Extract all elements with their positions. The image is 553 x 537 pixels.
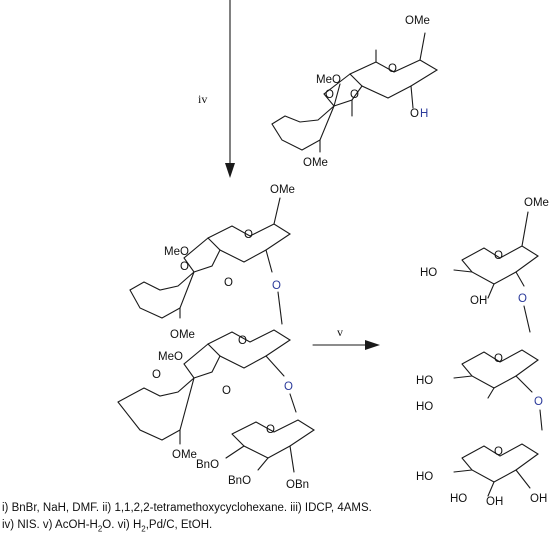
meo-top: MeO xyxy=(316,74,341,86)
ho-prod-3b: HO xyxy=(450,493,467,505)
ring-o-top: O xyxy=(388,63,397,75)
oh-prod-3: OH xyxy=(486,496,503,508)
conditions-line-1: i) BnBr, NaH, DMF. ii) 1,1,2,2-tetrameth… xyxy=(2,502,372,514)
conditions-line-2-a: iv) NIS. v) AcOH-H xyxy=(2,519,98,531)
step-v-label: v xyxy=(337,325,343,339)
obn: OBn xyxy=(286,479,309,491)
product-trisaccharide: OMe O HO OH O O HO HO O O HO HO OH OH xyxy=(416,197,549,508)
starting-material: OMe O MeO O O O H OMe xyxy=(271,15,439,169)
oh-prod-1: OH xyxy=(470,295,487,307)
acetal-o1-top: O xyxy=(325,89,334,101)
ring-o-tri-3: O xyxy=(266,424,275,436)
meo-tri-1: MeO xyxy=(164,246,189,258)
conditions-line-1-text: i) BnBr, NaH, DMF. ii) 1,1,2,2-tetrameth… xyxy=(2,502,372,514)
ring-o-tri-2: O xyxy=(238,335,247,347)
ho-prod-2b: HO xyxy=(416,401,433,413)
ring-o-prod-2: O xyxy=(494,353,503,365)
ome-tri-2: OMe xyxy=(172,449,197,461)
conditions-line-2-sub2: 2 xyxy=(141,524,146,534)
ome-top: OMe xyxy=(405,15,430,27)
acetal-o-tri-1b: O xyxy=(224,277,233,289)
bno-2: BnO xyxy=(228,475,251,487)
meo-tri-2: MeO xyxy=(158,351,183,363)
ome-tri-1b: OMe xyxy=(170,329,195,341)
conditions-line-2-c: ,Pd/C, EtOH. xyxy=(145,519,213,531)
glycosidic-o-prod-2: O xyxy=(534,396,543,408)
ho-prod-1a: HO xyxy=(420,267,437,279)
arrow-step-iv: iv xyxy=(198,0,235,178)
conditions-line-2-sub: 2 xyxy=(97,524,103,534)
protected-trisaccharide: OMe O MeO O O OMe O O MeO O O OMe O O Bn… xyxy=(117,184,316,491)
arrow-step-v: v xyxy=(312,325,380,350)
step-iv-label: iv xyxy=(198,92,207,106)
ring-o-prod-3: O xyxy=(494,446,503,458)
ho-prod-3a: HO xyxy=(416,471,433,483)
glycosidic-o-prod-1: O xyxy=(518,293,527,305)
acetal-o2-top: O xyxy=(350,89,359,101)
acetal-o-tri-2a: O xyxy=(152,369,161,381)
ring-o-tri-1: O xyxy=(244,229,253,241)
glycosidic-o-1: O xyxy=(272,280,281,292)
conditions-line-2: iv) NIS. v) AcOH-H2O. vi) H2,Pd/C, EtOH. xyxy=(2,519,212,533)
oh-h-top: H xyxy=(420,108,428,120)
oh-top: O xyxy=(410,108,419,120)
oh-prod-3b: OH xyxy=(530,493,547,505)
conditions-line-2-b: O. vi) H xyxy=(102,519,142,531)
ho-prod-2a: HO xyxy=(416,375,433,387)
acetal-o-tri-1a: O xyxy=(180,261,189,273)
acetal-o-tri-2b: O xyxy=(222,385,231,397)
ome-tri-1: OMe xyxy=(270,184,295,196)
bno-1: BnO xyxy=(196,459,219,471)
ome-top-2: OMe xyxy=(303,157,328,169)
glycosidic-o-2: O xyxy=(284,381,293,393)
ome-product: OMe xyxy=(524,197,549,209)
ring-o-prod-1: O xyxy=(494,250,503,262)
